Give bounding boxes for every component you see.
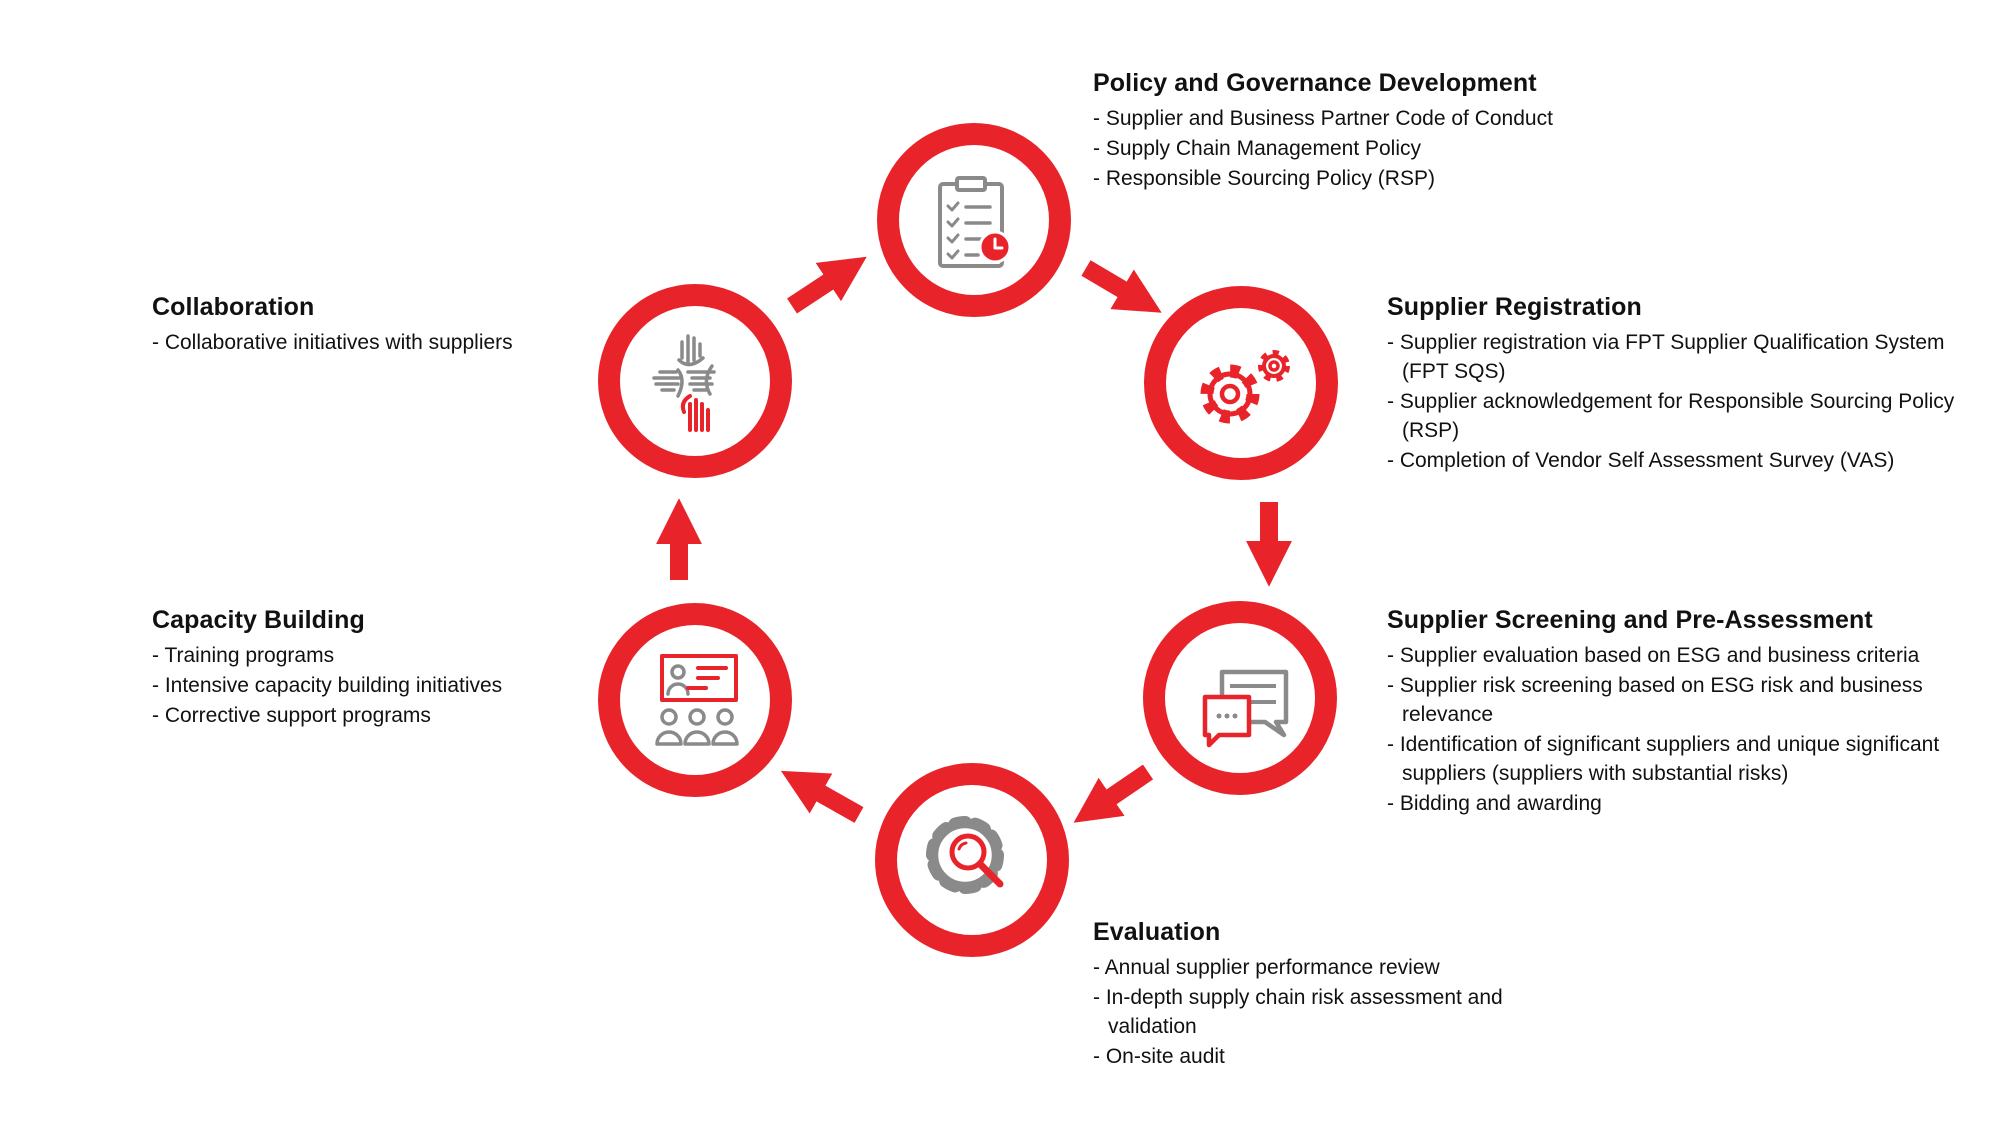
arrow-evaluation-to-capacity [780, 770, 864, 823]
step-items: Training programs Intensive capacity bui… [152, 641, 592, 730]
step-block-collaboration: Collaboration Collaborative initiatives … [152, 293, 592, 358]
step-items: Supplier registration via FPT Supplier Q… [1387, 328, 1987, 475]
step-item: Supplier acknowledgement for Responsible… [1387, 387, 1987, 445]
circle-registration [1144, 286, 1338, 480]
step-items: Supplier evaluation based on ESG and bus… [1387, 641, 1987, 818]
circle-collaboration [598, 284, 792, 478]
step-title: Capacity Building [152, 606, 365, 634]
training-audience-icon [655, 654, 739, 746]
gears-icon [1200, 350, 1290, 424]
step-block-registration: Supplier Registration Supplier registrat… [1387, 293, 1987, 476]
gear-magnifier-icon [926, 816, 1004, 894]
step-item: Corrective support programs [152, 701, 592, 730]
circle-policy [877, 123, 1071, 317]
step-circles [598, 123, 1338, 957]
step-item: Intensive capacity building initiatives [152, 671, 592, 700]
step-item: Completion of Vendor Self Assessment Sur… [1387, 446, 1987, 475]
step-items: Supplier and Business Partner Code of Co… [1093, 104, 1553, 193]
step-item: Training programs [152, 641, 592, 670]
step-title: Supplier Registration [1387, 293, 1642, 321]
clipboard-clock-icon [938, 176, 1012, 268]
arrow-policy-to-registration [1081, 260, 1162, 313]
step-block-capacity: Capacity Building Training programs Inte… [152, 606, 592, 731]
step-item: Collaborative initiatives with suppliers [152, 328, 592, 357]
step-item: Identification of significant suppliers … [1387, 730, 1987, 788]
step-item: Supplier evaluation based on ESG and bus… [1387, 641, 1987, 670]
step-items: Annual supplier performance review In-de… [1093, 953, 1523, 1071]
step-block-policy: Policy and Governance Development Suppli… [1093, 69, 1553, 194]
step-block-evaluation: Evaluation Annual supplier performance r… [1093, 918, 1523, 1072]
step-item: In-depth supply chain risk assessment an… [1093, 983, 1523, 1041]
step-title: Collaboration [152, 293, 315, 321]
step-item: Responsible Sourcing Policy (RSP) [1093, 164, 1553, 193]
step-items: Collaborative initiatives with suppliers [152, 328, 592, 357]
step-item: Annual supplier performance review [1093, 953, 1523, 982]
cycle-arrows [656, 256, 1292, 823]
step-item: Supplier risk screening based on ESG ris… [1387, 671, 1987, 729]
step-item: Supplier registration via FPT Supplier Q… [1387, 328, 1987, 386]
joined-hands-icon [652, 334, 716, 432]
step-title: Supplier Screening and Pre-Assessment [1387, 606, 1873, 634]
step-item: Supply Chain Management Policy [1093, 134, 1553, 163]
arrow-collaboration-to-policy [787, 256, 867, 314]
step-title: Policy and Governance Development [1093, 69, 1537, 97]
step-item: Bidding and awarding [1387, 789, 1987, 818]
step-title: Evaluation [1093, 918, 1221, 946]
chat-bubbles-icon [1202, 669, 1289, 748]
step-item: On-site audit [1093, 1042, 1523, 1071]
step-item: Supplier and Business Partner Code of Co… [1093, 104, 1553, 133]
step-block-screening: Supplier Screening and Pre-Assessment Su… [1387, 606, 1987, 819]
arrow-screening-to-evaluation [1073, 764, 1154, 823]
